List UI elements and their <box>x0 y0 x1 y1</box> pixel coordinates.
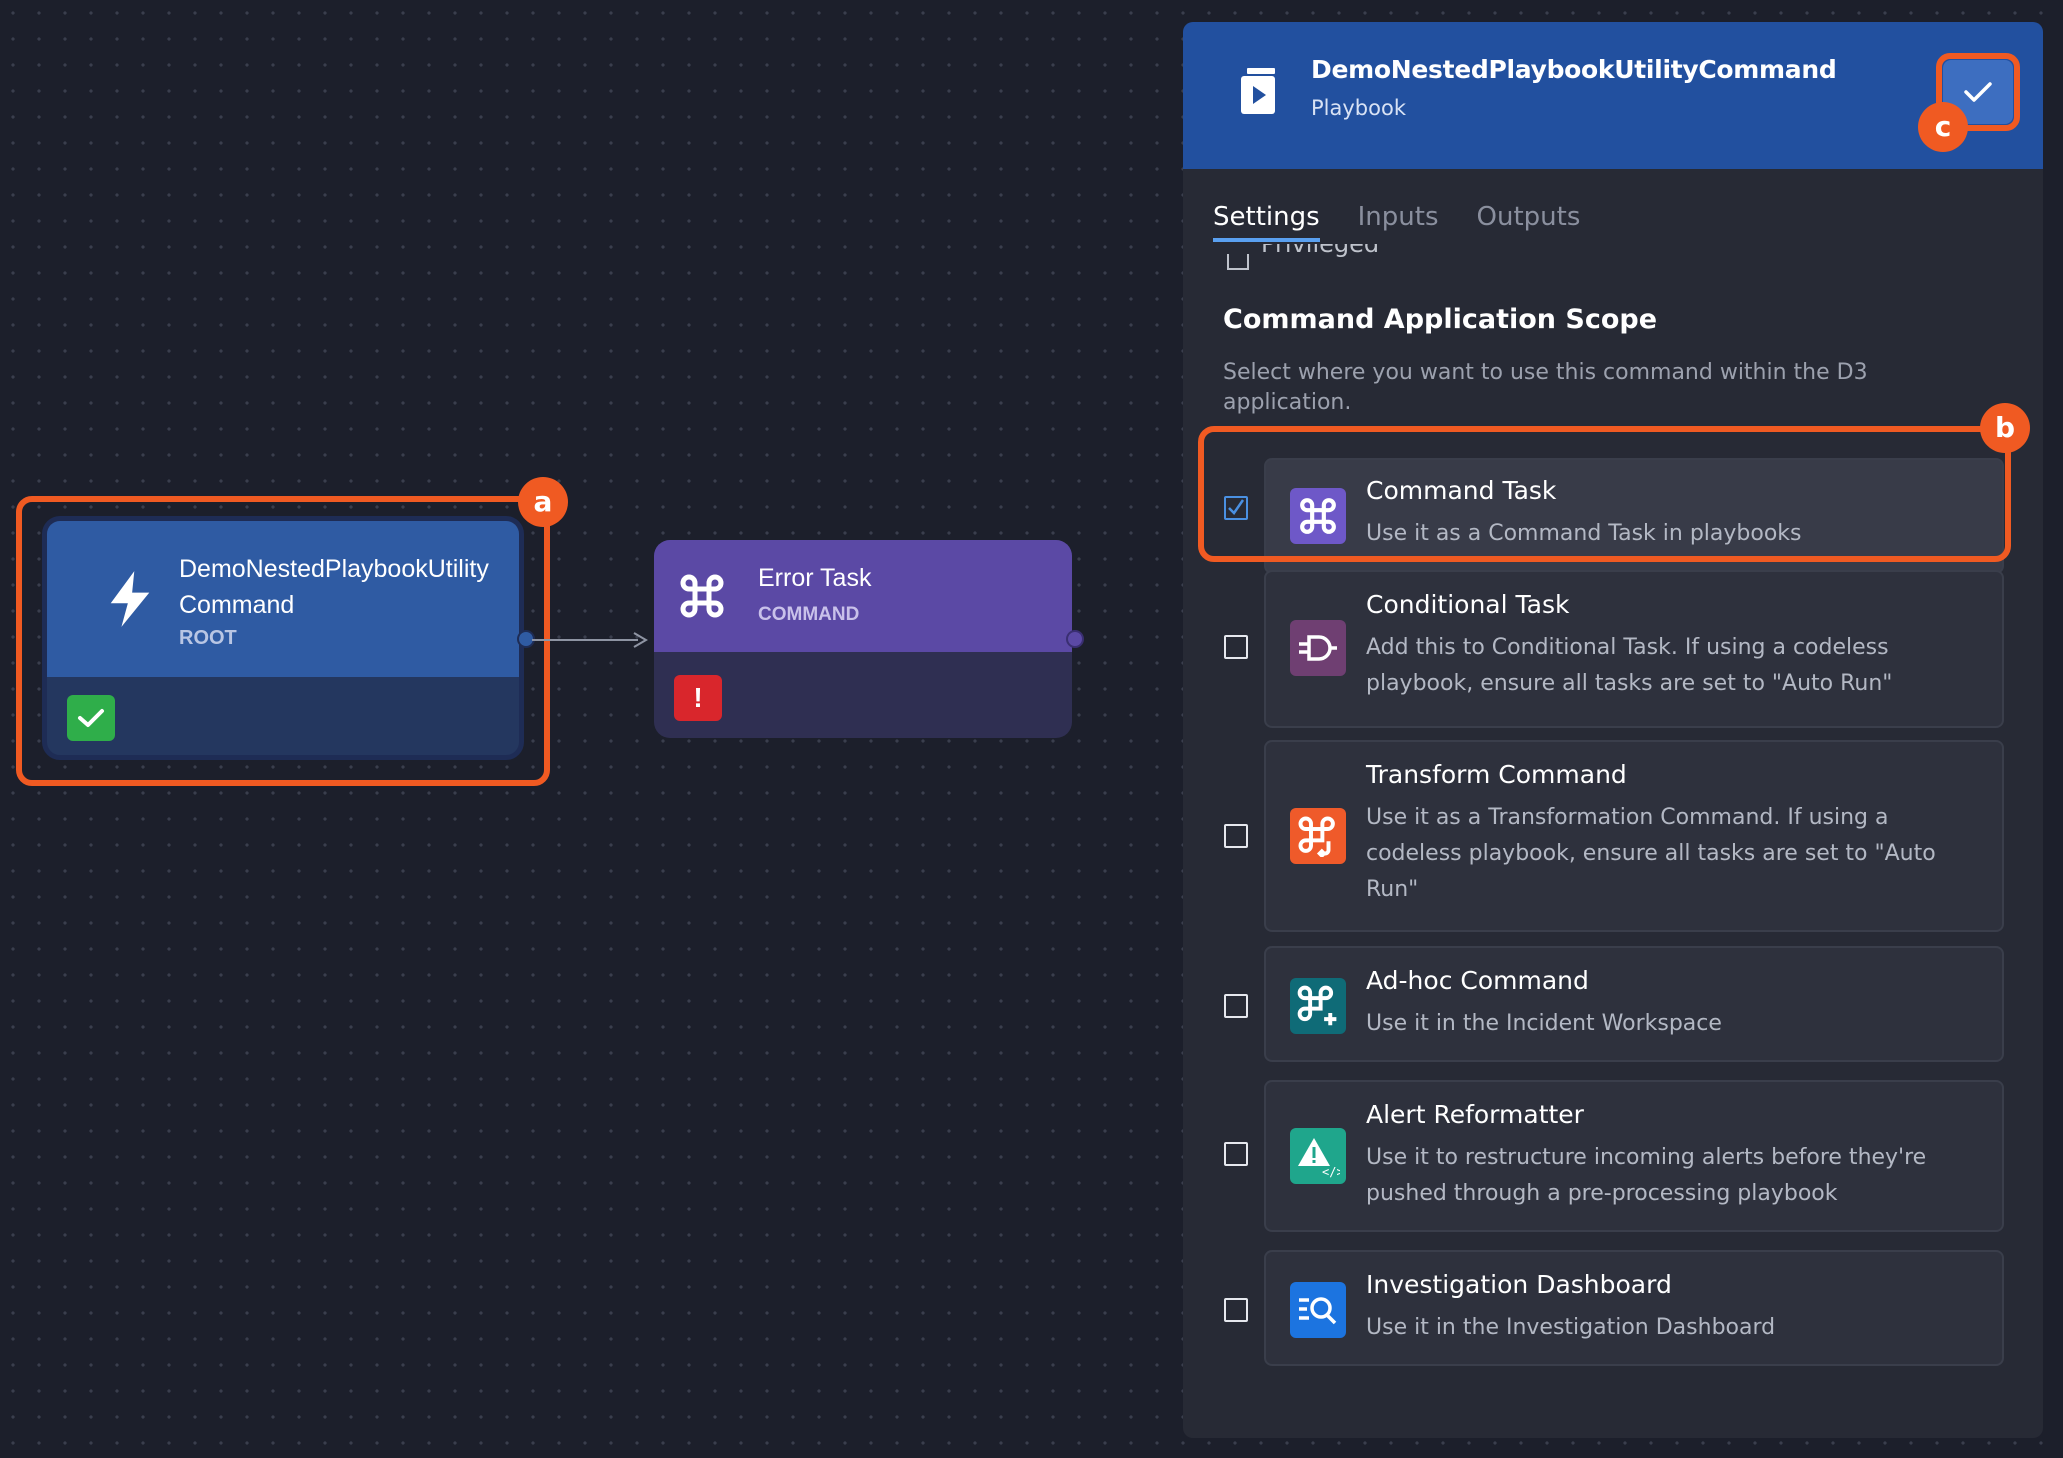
option-title: Command Task <box>1366 476 1557 505</box>
option-investigation-dashboard: Investigation Dashboard Use it in the In… <box>1183 1250 2043 1368</box>
error-task-title: Error Task <box>758 564 872 592</box>
adhoc-command-icon <box>1290 978 1346 1034</box>
option-description: Use it as a Command Task in playbooks <box>1366 521 1802 546</box>
privileged-label: Privileged <box>1261 244 1380 258</box>
option-transform-command: Transform Command Use it as a Transforma… <box>1183 740 2043 934</box>
option-title: Transform Command <box>1366 760 1627 789</box>
investigation-icon <box>1290 1282 1346 1338</box>
conditional-icon <box>1290 620 1346 676</box>
adhoc-command-card[interactable]: Ad-hoc Command Use it in the Incident Wo… <box>1264 946 2004 1062</box>
option-description: Use it as a Transformation Command. If u… <box>1366 805 1936 902</box>
root-node-title: DemoNestedPlaybookUtilityCommand <box>179 555 489 619</box>
option-title: Investigation Dashboard <box>1366 1270 1672 1299</box>
error-task-node-header: Error Task COMMAND <box>654 540 1072 652</box>
option-alert-reformatter: </> Alert Reformatter Use it to restruct… <box>1183 1080 2043 1234</box>
command-icon <box>1290 488 1346 544</box>
callout-badge-c: c <box>1918 102 1968 152</box>
svg-text:</>: </> <box>1322 1165 1340 1178</box>
alert-reformatter-icon: </> <box>1290 1128 1346 1184</box>
command-icon <box>680 574 724 618</box>
tab-inputs[interactable]: Inputs <box>1357 202 1439 232</box>
callout-badge-a: a <box>518 477 568 527</box>
alert-reformatter-card[interactable]: </> Alert Reformatter Use it to restruct… <box>1264 1080 2004 1232</box>
playbook-icon <box>1241 68 1275 114</box>
alert-reformatter-checkbox[interactable] <box>1224 1142 1248 1166</box>
option-description: Use it to restructure incoming alerts be… <box>1366 1145 1927 1206</box>
root-node-type: ROOT <box>179 627 237 649</box>
callout-highlight-c <box>1936 53 2020 131</box>
success-status-icon <box>67 695 115 741</box>
connector-edge <box>532 632 648 648</box>
transform-command-checkbox[interactable] <box>1224 824 1248 848</box>
option-adhoc-command: Ad-hoc Command Use it in the Incident Wo… <box>1183 946 2043 1064</box>
tab-settings[interactable]: Settings <box>1213 202 1320 242</box>
root-node-header: DemoNestedPlaybookUtilityCommand ROOT <box>47 521 519 677</box>
conditional-task-card[interactable]: Conditional Task Add this to Conditional… <box>1264 570 2004 728</box>
section-title: Command Application Scope <box>1223 304 1658 335</box>
option-conditional-task: Conditional Task Add this to Conditional… <box>1183 570 2043 730</box>
root-node[interactable]: DemoNestedPlaybookUtilityCommand ROOT <box>42 516 524 760</box>
properties-panel: DemoNestedPlaybookUtilityCommand Playboo… <box>1183 22 2043 1438</box>
error-status-icon: ! <box>674 675 722 721</box>
checkmark-icon <box>1964 82 1992 102</box>
investigation-dashboard-checkbox[interactable] <box>1224 1298 1248 1322</box>
panel-tabs: Settings Inputs Outputs <box>1213 202 1580 242</box>
panel-subtitle: Playbook <box>1311 96 1406 120</box>
error-task-output-port[interactable] <box>1066 630 1084 648</box>
option-title: Ad-hoc Command <box>1366 966 1589 995</box>
option-description: Use it in the Investigation Dashboard <box>1366 1315 1776 1340</box>
option-description: Add this to Conditional Task. If using a… <box>1366 635 1893 696</box>
tab-outputs[interactable]: Outputs <box>1476 202 1581 232</box>
panel-title: DemoNestedPlaybookUtilityCommand <box>1311 55 1837 84</box>
command-task-checkbox[interactable] <box>1224 496 1248 520</box>
panel-header: DemoNestedPlaybookUtilityCommand Playboo… <box>1183 22 2043 169</box>
option-description: Use it in the Incident Workspace <box>1366 1011 1722 1036</box>
transform-icon <box>1290 808 1346 864</box>
investigation-dashboard-card[interactable]: Investigation Dashboard Use it in the In… <box>1264 1250 2004 1366</box>
adhoc-command-checkbox[interactable] <box>1224 994 1248 1018</box>
option-title: Alert Reformatter <box>1366 1100 1584 1129</box>
transform-command-card[interactable]: Transform Command Use it as a Transforma… <box>1264 740 2004 932</box>
section-description: Select where you want to use this comman… <box>1223 360 1868 415</box>
error-task-node[interactable]: Error Task COMMAND ! <box>654 540 1072 738</box>
conditional-task-checkbox[interactable] <box>1224 635 1248 659</box>
option-title: Conditional Task <box>1366 590 1570 619</box>
bolt-icon <box>110 571 150 627</box>
error-task-type: COMMAND <box>758 604 860 625</box>
callout-highlight-b <box>1198 426 2011 562</box>
privileged-checkbox[interactable] <box>1227 254 1249 270</box>
callout-badge-b: b <box>1980 403 2030 453</box>
